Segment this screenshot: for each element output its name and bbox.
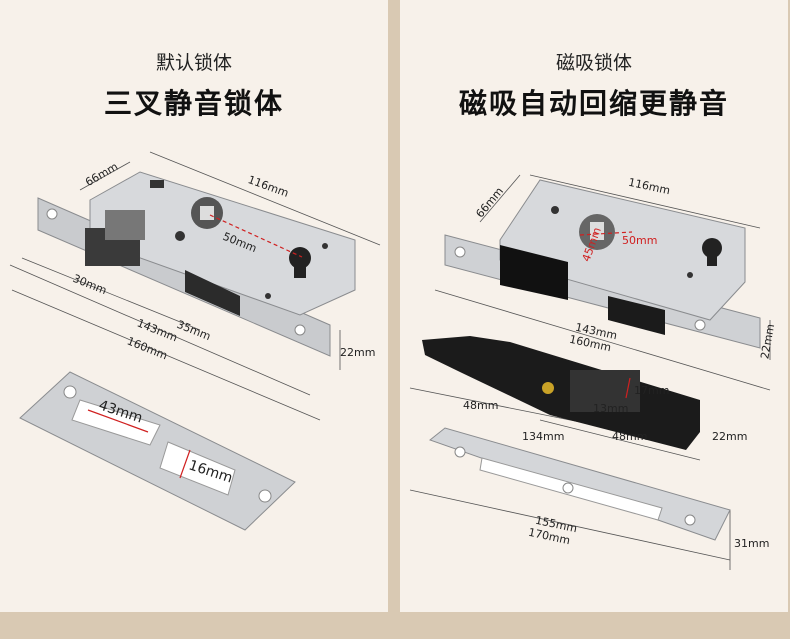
left-subtitle: 默认锁体 [155,52,232,74]
dim-22-latch: 22mm [712,430,748,443]
dim-48-right: 48mm [612,430,648,443]
dim-22: 22mm [340,346,376,359]
dim-13: 13mm [593,402,629,415]
right-title: 磁吸自动回缩更静音 [458,87,729,120]
dim-17: 17mm [634,384,670,397]
dim-31: 31mm [734,537,770,550]
left-title: 三叉静音锁体 [103,87,284,120]
magnetic-lock-illustration [409,174,771,570]
right-panel: 磁吸锁体 磁吸自动回缩更静音 [400,0,788,612]
dim-50: 50mm [622,234,658,247]
left-panel: 默认锁体 三叉静音锁体 [0,0,388,612]
dim-134: 134mm [522,430,565,443]
dim-48-left: 48mm [463,399,499,412]
right-subtitle: 磁吸锁体 [555,52,632,74]
lock-body-illustration [9,151,381,531]
